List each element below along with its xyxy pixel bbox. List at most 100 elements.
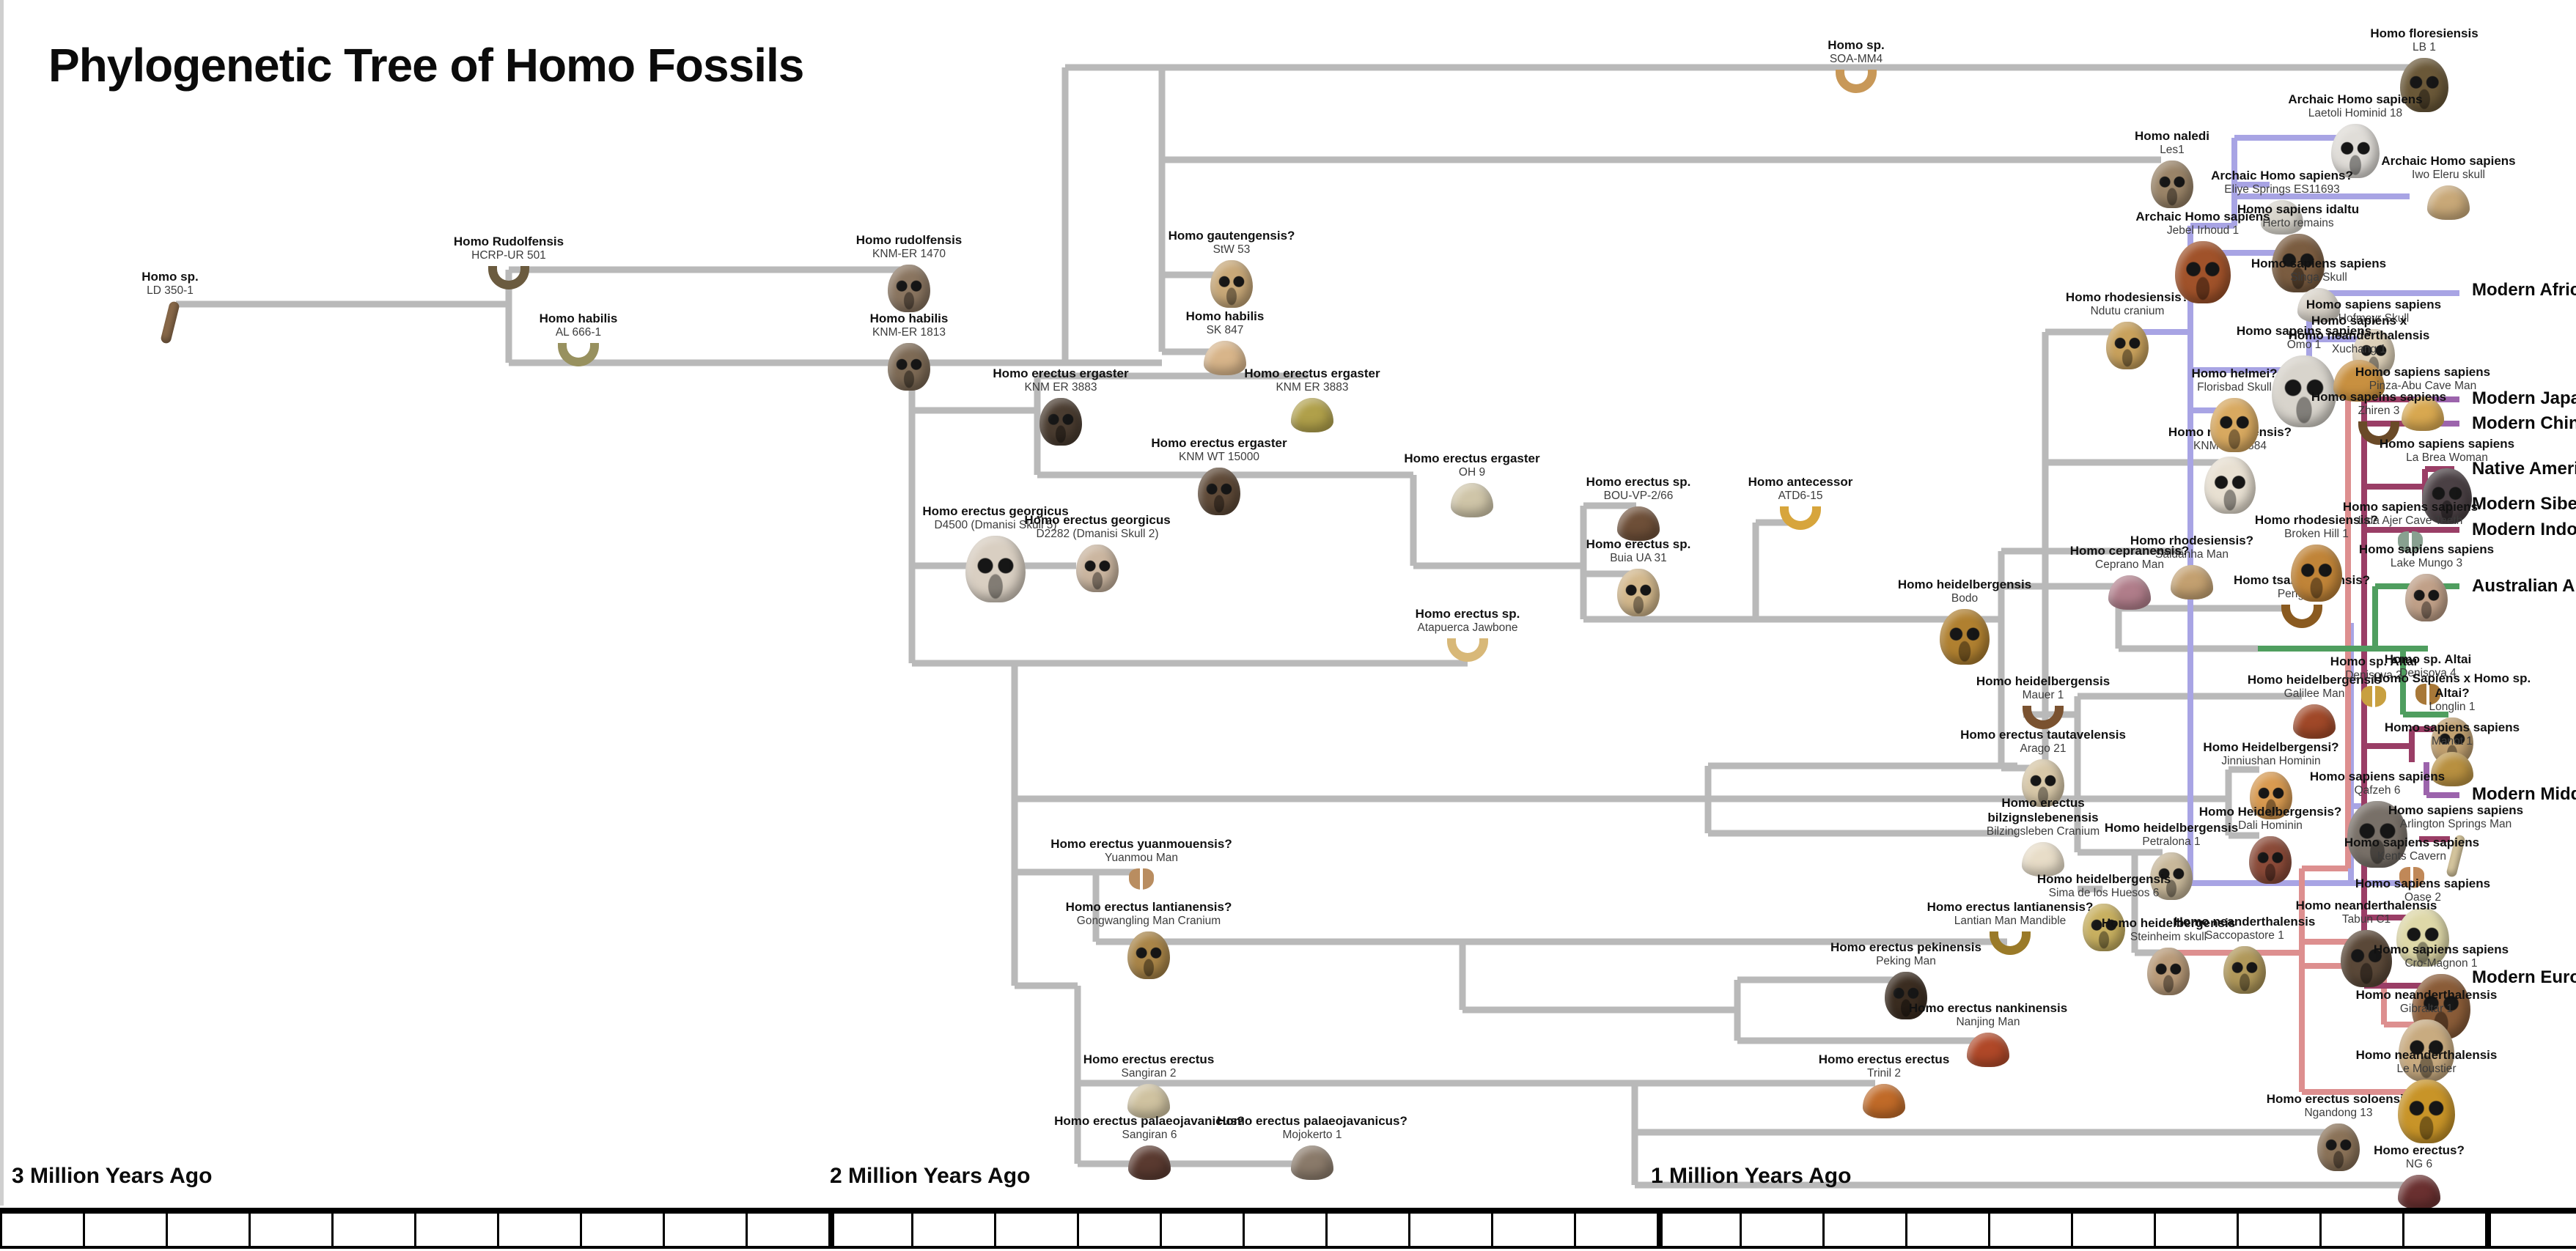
taxon-specimen-label: Eliye Springs ES11693 (2224, 183, 2340, 196)
taxon-species-label: Homo sp. (1828, 38, 1885, 52)
timeline-cell (2485, 1214, 2568, 1246)
taxon-species-label: Archaic Homo sapiens (2288, 92, 2423, 106)
population-label: Modern Europeans (2472, 967, 2576, 987)
fossil-skull-icon (2204, 456, 2256, 514)
taxon-species-label: Homo sapiens sapiens (2251, 257, 2387, 270)
timeline-cell (1077, 1214, 1160, 1246)
taxon-species-label: Homo sapiens x (2311, 314, 2407, 328)
taxon-specimen-label: Florisbad Skull (2197, 381, 2272, 394)
fossil-cranium-icon (1128, 1145, 1171, 1181)
taxon-specimen-label: Omo 1 (2286, 339, 2322, 352)
taxon-specimen-label: Galilee Man (2284, 687, 2345, 701)
taxon-specimen-label: Hofmeyr Skull (2338, 312, 2410, 325)
taxon-species-label: Homo sp. Altai (2384, 652, 2472, 666)
population-label: Modern Chinese (2472, 413, 2576, 433)
fossil-skull-icon (1940, 608, 1990, 665)
fossil-skull-icon (2272, 355, 2336, 428)
taxon-specimen-label: Broken Hill 1 (2284, 528, 2349, 541)
fossil-cranium-icon (2431, 751, 2473, 787)
taxon-specimen-label: Cro-Magnon 1 (2404, 957, 2478, 970)
fossil-cranium-icon (1863, 1083, 1905, 1119)
taxon-specimen-label: D2282 (Dmanisi Skull 2) (1036, 528, 1159, 541)
population-label: Modern Middle Easterners (2472, 784, 2576, 804)
timeline-cell (663, 1214, 746, 1246)
taxon-species-label: Homo neanderthalensis (2355, 988, 2498, 1002)
taxon-specimen-label: Gongwangling Man Cranium (1076, 915, 1221, 928)
taxon-specimen-label: KNM WT 15000 (1179, 451, 1259, 464)
taxon-species-label: Homo rhodesiensis? (2254, 513, 2379, 527)
taxon-node: Homo helmei?Florisbad Skull (2139, 366, 2330, 452)
taxon-species-label: Homo helmei? (2191, 366, 2278, 380)
fossil-cranium-icon (2333, 359, 2385, 402)
taxon-species-label: Homo sapeins sapiens (2236, 324, 2372, 338)
taxon-specimen-label: KNM-ER 1813 (872, 326, 946, 339)
taxon-species-label: Homo Heidelbergensi? (2203, 740, 2339, 754)
fossil-skull-icon (1127, 931, 1170, 979)
fossil-jaw-icon (1447, 638, 1488, 662)
taxon-species-label: Homo erectus bilzignslebenensis (1987, 796, 2099, 825)
taxon-species-label: Homo erectus lantianensis? (1927, 900, 2094, 914)
taxon-specimen-label: Longlin 1 (2429, 701, 2476, 714)
fossil-skull-icon (965, 535, 1026, 603)
fossil-tooth-icon (2399, 866, 2425, 888)
taxon-species-label: Archaic Homo sapiens (2135, 210, 2270, 224)
taxon-species-label: Homo erectus ergaster (1404, 451, 1540, 465)
taxon-specimen-label: Pinza-Abu Cave Man (2369, 380, 2477, 393)
taxon-specimen-label: Les1 (2160, 144, 2185, 157)
timeline-cell (1740, 1214, 1822, 1246)
fossil-cranium-icon (1617, 506, 1660, 542)
taxon-specimen-label: Lake Mungo 3 (2390, 557, 2463, 570)
taxon-species-label: Homo sapiens sapiens (2355, 877, 2491, 890)
taxon-species-label: Homo heidelbergensis (1897, 577, 2032, 591)
timeline-cell (746, 1214, 828, 1246)
taxon-specimen-label: HCRP-UR 501 (471, 249, 546, 262)
axis-label: 1 Million Years Ago (1651, 1164, 1852, 1188)
fossil-jaw-icon (2023, 705, 2064, 729)
fossil-jaw-icon (2281, 604, 2322, 628)
timeline-cell (1325, 1214, 1408, 1246)
fossil-skull-icon (2317, 1123, 2360, 1171)
taxon-specimen-label: Nanjing Man (1956, 1016, 2020, 1029)
fossil-skull-icon (2331, 123, 2380, 178)
taxon-node: Homo rhodesiensis?Ndutu cranium (2032, 290, 2223, 369)
present-day-line (0, 0, 4, 1206)
taxon-specimen-label: Arlington Springs Man (2399, 818, 2512, 831)
population-label: Native Americans (2472, 459, 2576, 479)
taxon-species-label: Homo rhodesiensis? (2065, 290, 2190, 304)
taxon-specimen-label: La Brea Woman (2406, 451, 2488, 465)
taxon-species-label: Homo sapiens sapiens (2344, 835, 2480, 849)
fossil-skull-icon (2151, 160, 2193, 208)
fossil-skull-icon (2272, 233, 2325, 293)
taxon-species-label: Homo neanderthalensis (2295, 898, 2437, 912)
population-label: Modern Japanese (2472, 388, 2576, 408)
axis-label: 3 Million Years Ago (12, 1164, 213, 1188)
fossil-tooth-icon (2397, 531, 2424, 553)
taxon-specimen-label: Yuanmou Man (1105, 852, 1178, 865)
timeline-cell (1822, 1214, 1905, 1246)
taxon-species-label: Homo sapiens sapiens (2355, 365, 2491, 379)
taxon-species-label: Homo sapiens sapiens (2388, 803, 2524, 817)
fossil-tooth-icon (2360, 685, 2387, 707)
fossil-skull-icon (2106, 321, 2149, 369)
taxon-specimen-label: Arago 21 (2020, 742, 2067, 756)
taxon-species-label: Homo sp. Altai (2330, 654, 2418, 668)
